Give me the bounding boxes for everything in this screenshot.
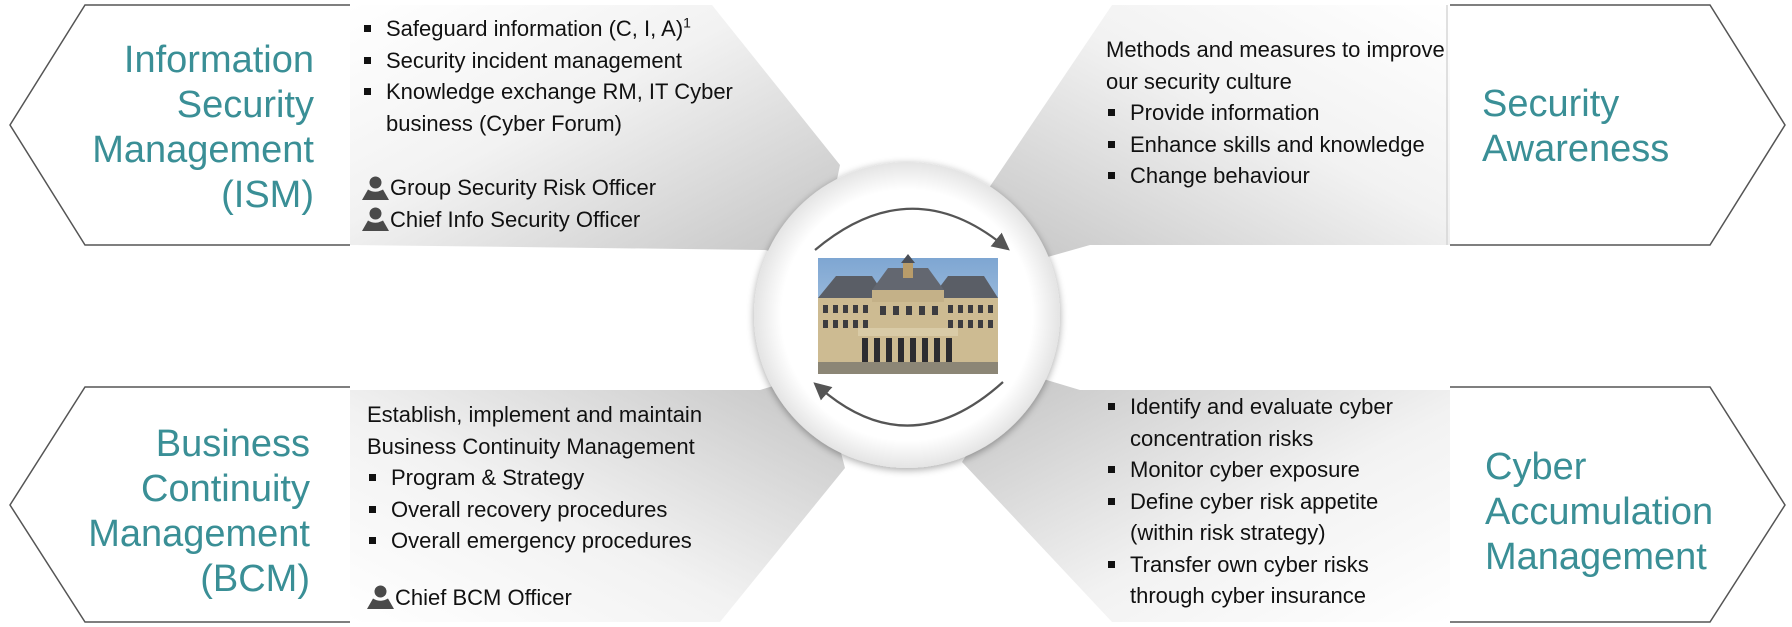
bcm-title-line-3: Management [88,513,310,555]
officer-name: Group Security Risk Officer [390,175,657,200]
bcm-intro: Establish, implement and maintain Busine… [367,402,703,459]
officer-name: Chief Info Security Officer [390,206,641,232]
cam-title: Cyber Accumulation Management [1485,445,1745,580]
quadrant-panels [350,5,1450,622]
ism-bullet-text: Safeguard information (C, I, A) [386,16,684,41]
sa-bullet-list: Provide information Enhance skills and k… [1106,97,1446,192]
sa-title-line-1: Security [1482,83,1620,125]
ism-title-line-4: (ISM) [221,174,314,216]
bcm-bullet: Overall emergency procedures [367,525,767,557]
cam-bullet-list: Identify and evaluate cyber concentratio… [1106,391,1446,612]
sa-title-line-2: Awareness [1482,128,1670,170]
officer-row: Group Security Risk Officer [362,172,782,204]
bcm-title: Business Continuity Management (BCM) [60,422,310,602]
panel-bottom-right [962,372,1450,622]
cam-bullet: Transfer own cyber risks through cyber i… [1106,549,1446,612]
ism-title: Information Security Management (ISM) [60,38,314,218]
cam-content: Identify and evaluate cyber concentratio… [1106,391,1446,612]
ism-title-line-2: Security [176,84,314,126]
person-icon [362,207,389,232]
sa-title: Security Awareness [1482,82,1722,172]
building-photo [818,254,998,374]
ism-bullet: Safeguard information (C, I, A)1 [362,13,782,45]
person-icon [362,176,389,200]
person-icon [367,585,394,610]
officer-row: Chief Info Security Officer [362,204,782,236]
bcm-content: Establish, implement and maintain Busine… [367,399,767,613]
ism-content: Safeguard information (C, I, A)1 Securit… [362,13,782,235]
bcm-title-line-1: Business [155,423,310,465]
sa-bullet: Change behaviour [1106,160,1446,192]
cam-hexagon [1450,386,1786,623]
bcm-bullet-list: Program & Strategy Overall recovery proc… [367,462,767,557]
ism-title-line-3: Management [92,129,314,171]
sa-bullet: Enhance skills and knowledge [1106,129,1446,161]
bcm-title-line-2: Continuity [141,468,310,510]
cam-title-line-3: Management [1485,536,1707,578]
sa-intro: Methods and measures to improve our secu… [1106,37,1445,94]
panel-top-left [350,5,840,262]
ism-officers: Group Security Risk Officer Chief Info S… [362,172,782,235]
bcm-title-line-4: (BCM) [200,558,310,600]
clockwise-cycle-arrows [813,207,1010,427]
cycle-arrow-top-icon [814,207,1010,251]
ism-bullet-list: Safeguard information (C, I, A)1 Securit… [362,13,782,139]
ism-title-line-1: Information [123,39,314,81]
ism-hexagon [9,4,350,246]
ism-bullet: Knowledge exchange RM, IT Cyber business… [362,76,782,139]
bcm-officers: Chief BCM Officer [367,582,767,614]
officer-name: Chief BCM Officer [395,584,572,610]
sa-bullet: Provide information [1106,97,1446,129]
sa-hexagon [1450,4,1786,246]
panel-top-right [962,5,1450,262]
cycle-arrow-bottom-icon [813,381,1004,427]
sa-content: Methods and measures to improve our secu… [1106,34,1446,192]
bcm-hexagon [9,386,350,623]
ism-bullet: Security incident management [362,45,782,77]
cam-bullet: Define cyber risk appetite (within risk … [1106,486,1446,549]
title-shapes [9,4,1786,623]
cam-title-line-1: Cyber [1485,446,1587,488]
footnote-marker: 1 [683,14,691,31]
cam-bullet: Identify and evaluate cyber concentratio… [1106,391,1446,454]
panel-bottom-left [350,372,845,622]
officer-row: Chief BCM Officer [367,582,767,614]
cam-title-line-2: Accumulation [1485,491,1714,533]
bcm-bullet: Overall recovery procedures [367,494,767,526]
cam-bullet: Monitor cyber exposure [1106,454,1446,486]
bcm-bullet: Program & Strategy [367,462,767,494]
